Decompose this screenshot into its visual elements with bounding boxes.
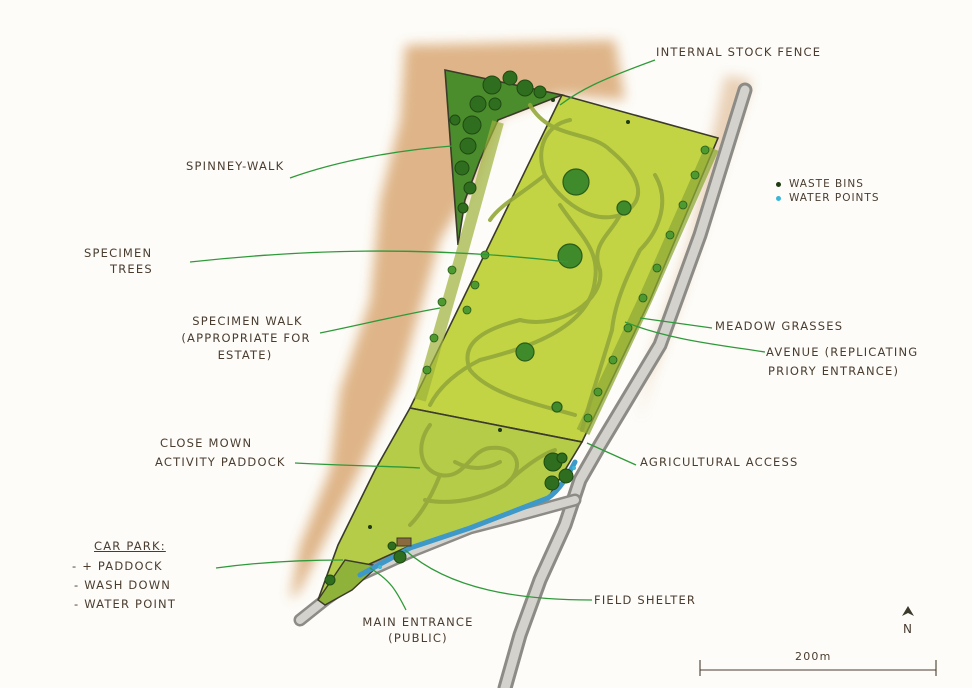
north-label: N [903,622,914,636]
waste-bins [368,98,630,529]
label-spinney-walk: SPINNEY-WALK [186,159,285,173]
label-specimen-walk-2: (APPROPRIATE FOR [181,331,311,345]
paddock-paths [408,423,557,527]
scale-bar [699,660,937,676]
label-agricultural-access: AGRICULTURAL ACCESS [640,455,799,469]
label-internal-stock-fence: INTERNAL STOCK FENCE [656,45,822,59]
meadow-west-strip [414,120,504,402]
label-main-entrance-2: (PUBLIC) [388,631,448,645]
agricultural-access-trees [324,452,574,586]
specimen-trees [515,168,632,413]
label-specimen-walk-3: ESTATE) [217,348,273,362]
road-inner [500,85,750,688]
label-avenue-2: PRIORY ENTRANCE) [768,364,900,378]
internal-stock-fence [409,407,583,443]
legend-water-points-label: WATER POINTS [789,192,880,204]
north-arrow-icon [902,606,914,616]
spinney-trees [449,70,547,214]
label-close-mown-2: ACTIVITY PADDOCK [155,455,286,469]
water-points [378,466,576,569]
legend-waste-bins: WASTE BINS [776,176,864,193]
label-specimen-walk-1: SPECIMEN WALK [192,314,303,328]
meadow-paths [428,103,665,432]
label-car-park-item: - + PADDOCK [72,559,163,573]
label-avenue-1: AVENUE (REPLICATING [766,345,919,359]
label-car-park-item: - WASH DOWN [74,578,172,592]
label-car-park-item: - WATER POINT [74,597,177,611]
label-car-park-title: CAR PARK: [94,539,166,553]
legend-water-points: WATER POINTS [776,190,879,207]
legend-waste-bins-label: WASTE BINS [789,178,864,190]
avenue-trees [422,145,710,423]
field-shelter [396,537,412,547]
water-point-dot-icon [776,195,781,201]
label-specimen-trees-1: SPECIMEN [84,246,153,260]
label-field-shelter: FIELD SHELTER [594,593,697,607]
label-main-entrance-1: MAIN ENTRANCE [362,615,474,629]
label-specimen-trees-2: TREES [110,262,153,276]
scale-label: 200m [795,650,832,663]
label-close-mown-1: CLOSE MOWN [160,436,253,450]
stream [357,459,578,578]
label-meadow-grasses: MEADOW GRASSES [715,319,844,333]
leader-lines [189,59,766,611]
waste-bin-dot-icon [776,181,781,187]
